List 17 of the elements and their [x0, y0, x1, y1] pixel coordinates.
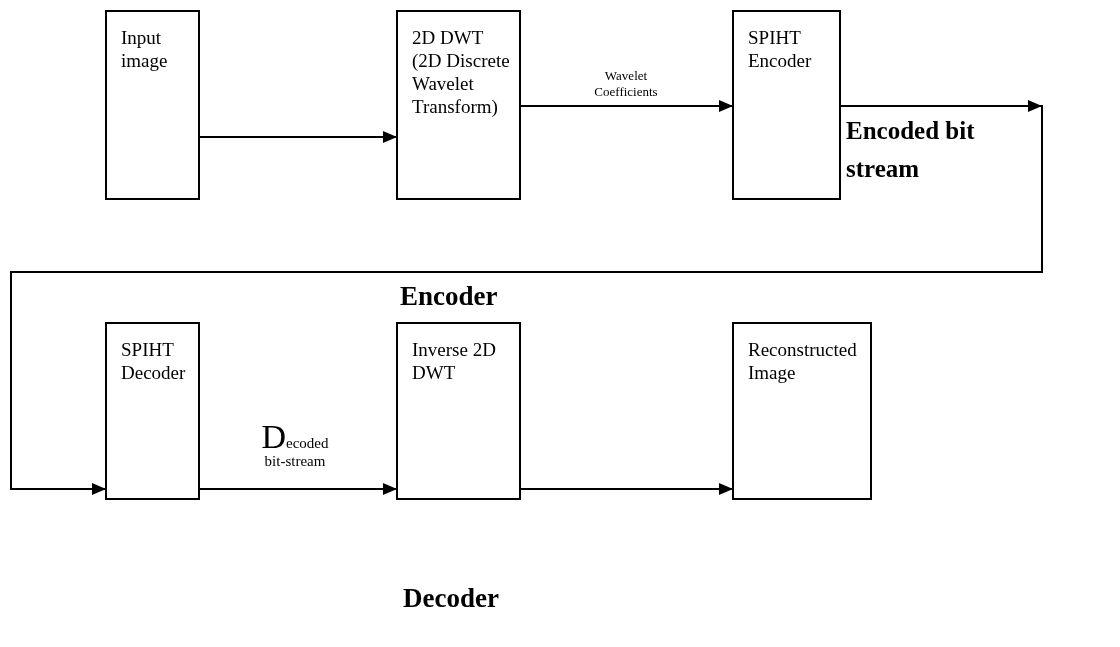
process-box	[105, 322, 200, 500]
edge-label: Decoded bit-stream	[260, 428, 330, 470]
process-box	[732, 322, 872, 500]
section-title: Encoder	[400, 281, 498, 312]
process-box	[396, 10, 521, 200]
edge-label: Encoded bit stream	[846, 116, 976, 184]
process-box	[105, 10, 200, 200]
process-box	[396, 322, 521, 500]
process-box	[732, 10, 841, 200]
box-label: SPIHT Encoder	[748, 26, 813, 72]
box-label: Input image	[121, 26, 169, 72]
edge-label: Wavelet Coefficients	[593, 68, 659, 100]
section-title: Decoder	[403, 583, 499, 614]
box-label: 2D DWT (2D Discrete Wavelet Transform)	[412, 26, 511, 118]
box-label: SPIHT Decoder	[121, 338, 187, 384]
box-label: Reconstructed Image	[748, 338, 858, 384]
box-label: Inverse 2D DWT	[412, 338, 497, 384]
